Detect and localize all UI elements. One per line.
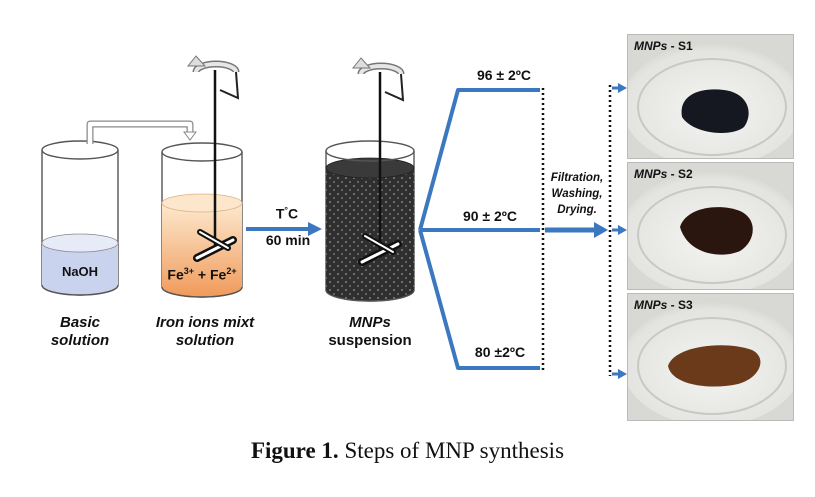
process-line2: Washing, — [551, 188, 603, 200]
process-label: Filtration, Washing, Drying. — [544, 170, 610, 218]
celsius-unit: C — [288, 205, 299, 222]
sample-photo-s2: MNPs - S2 — [627, 162, 794, 290]
fe-label: Fe — [167, 266, 184, 283]
basic-solution-line2: solution — [50, 332, 110, 349]
figure-caption: Figure 1. Steps of MNP synthesis — [0, 438, 815, 464]
fe2-label: + Fe — [194, 266, 227, 283]
branch-temp-2: 90 ± 2ºC — [462, 208, 518, 224]
sample-suffix-s3: - S3 — [667, 298, 693, 312]
iron-liquid — [162, 203, 242, 297]
iron-solution-beaker — [161, 142, 243, 298]
mnps-suspension-label: MNPs suspension — [320, 314, 420, 350]
sample-suffix-s2: - S2 — [667, 167, 693, 181]
caption-text: Steps of MNP synthesis — [338, 438, 565, 463]
process-arrow — [545, 222, 608, 238]
sample-pile-s2 — [680, 207, 753, 255]
naoh-label: NaOH — [61, 264, 99, 279]
branch-temp-1: 96 ± 2ºC — [476, 67, 532, 83]
degree-symbol: ° — [284, 205, 289, 215]
dish-image-s1 — [628, 35, 793, 158]
rotation-arrow-icon-2 — [351, 57, 405, 102]
sample-photo-s1: MNPs - S1 — [627, 34, 794, 159]
sample-label-s1: MNPs - S1 — [634, 39, 693, 53]
naoh-liquid — [42, 243, 118, 295]
stirrer-1 — [193, 70, 237, 262]
fe2-charge: 2+ — [226, 266, 237, 276]
photo-arrows — [612, 83, 627, 379]
fe3-charge: 3+ — [183, 266, 195, 276]
mnps-label-line1: MNPs — [349, 314, 391, 331]
process-line3: Drying. — [557, 204, 597, 216]
sample-suffix-s1: - S1 — [667, 39, 693, 53]
stirrer-2 — [358, 72, 402, 266]
dish-image-s2 — [628, 163, 793, 289]
basic-solution-beaker — [41, 140, 119, 296]
branch-temp-3: 80 ±2ºC — [474, 344, 526, 360]
basic-solution-line1: Basic — [59, 314, 101, 331]
sample-label-s3: MNPs - S3 — [634, 298, 693, 312]
temperature-branches — [418, 88, 540, 370]
basic-solution-label: Basic solution — [40, 314, 120, 350]
caption-number: Figure 1. — [250, 438, 339, 463]
iron-solution-line2: solution — [175, 332, 235, 349]
sample-photo-s3: MNPs - S3 — [627, 293, 794, 421]
sample-prefix-s2: MNPs — [634, 167, 668, 181]
sample-pile-s3 — [668, 345, 761, 387]
sample-pile-s1 — [681, 89, 749, 133]
iron-ions-formula: Fe3+ + Fe2+ — [160, 266, 244, 283]
iron-solution-label: Iron ions mixt solution — [150, 314, 260, 350]
sample-label-s2: MNPs - S2 — [634, 167, 693, 181]
t-symbol: T — [275, 205, 285, 222]
sample-prefix-s1: MNPs — [634, 39, 668, 53]
mnps-liquid — [326, 168, 414, 301]
mnps-suspension-beaker — [325, 140, 415, 302]
process-line1: Filtration, — [550, 172, 604, 184]
mnps-label-line2: suspension — [328, 332, 412, 349]
duration-label: 60 min — [265, 232, 311, 248]
iron-solution-line1: Iron ions mixt — [155, 314, 255, 331]
sample-prefix-s3: MNPs — [634, 298, 668, 312]
temperature-label: T°C — [262, 205, 312, 222]
rotation-arrow-icon — [186, 55, 240, 100]
dish-image-s3 — [628, 294, 793, 420]
reaction-arrow — [246, 222, 322, 236]
transfer-pipe — [86, 120, 197, 144]
